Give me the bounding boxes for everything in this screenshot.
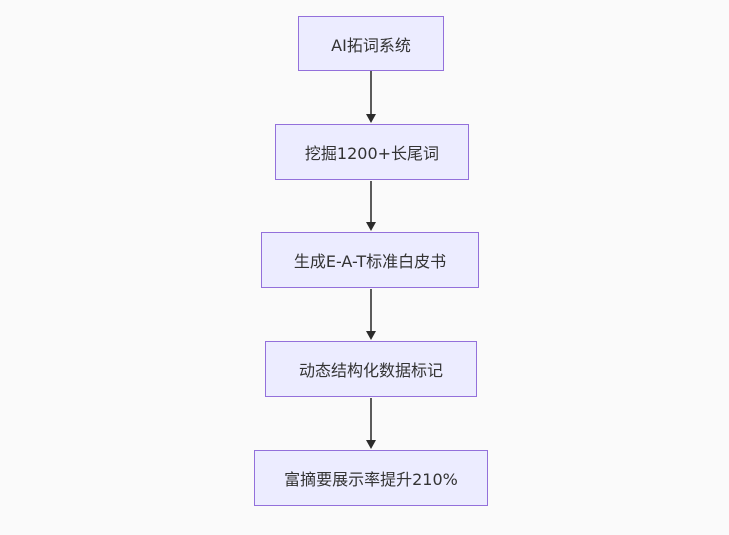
flowchart-edge-4 [365, 398, 377, 449]
arrowhead-down-icon [366, 222, 376, 231]
node-label: 生成E-A-T标准白皮书 [293, 252, 447, 271]
node-label: 挖掘1200+长尾词 [304, 144, 440, 163]
flowchart-edge-2 [365, 181, 377, 231]
node-label: 富摘要展示率提升210% [284, 470, 458, 489]
flowchart-node-rich-snippet-rate-increase: 富摘要展示率提升210% [254, 450, 488, 506]
node-label: AI拓词系统 [331, 35, 411, 55]
flowchart-node-dynamic-structured-data-markup: 动态结构化数据标记 [265, 341, 477, 397]
arrowhead-down-icon [366, 440, 376, 449]
edge-line [370, 71, 372, 114]
flowchart-edge-3 [365, 289, 377, 340]
edge-line [370, 398, 372, 440]
node-label: 动态结构化数据标记 [298, 361, 443, 380]
flowchart-node-mine-longtail-keywords: 挖掘1200+长尾词 [275, 124, 469, 180]
arrowhead-down-icon [366, 331, 376, 340]
arrowhead-down-icon [366, 114, 376, 123]
flowchart-node-ai-keyword-expansion-system: AI拓词系统 [298, 16, 444, 71]
flowchart-edge-1 [365, 71, 377, 123]
flowchart-node-generate-eat-whitepaper: 生成E-A-T标准白皮书 [261, 232, 479, 288]
edge-line [370, 181, 372, 222]
edge-line [370, 289, 372, 331]
